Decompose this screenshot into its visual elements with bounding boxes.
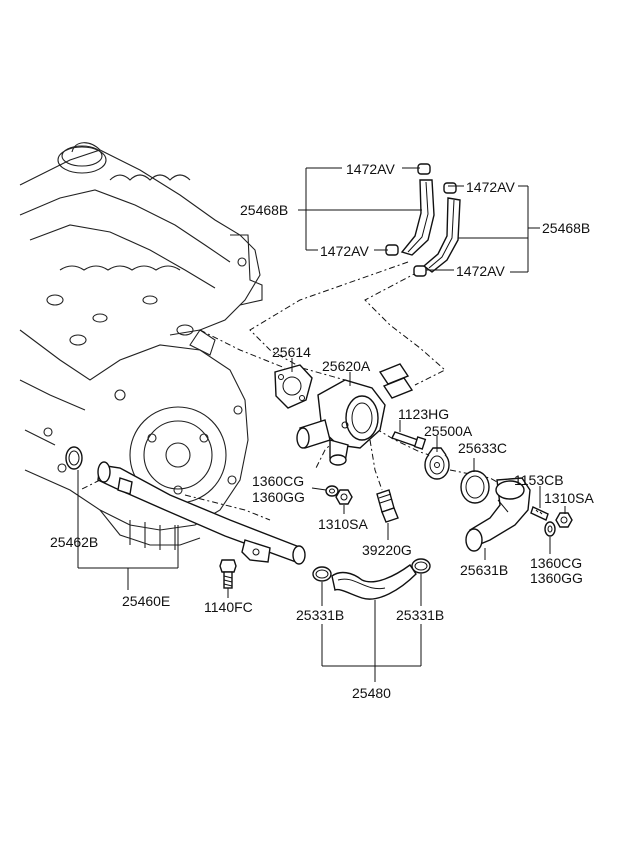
label-25468b-right: 25468B — [542, 220, 590, 236]
label-39220g: 39220G — [362, 542, 412, 558]
clamp-25331b-right — [411, 558, 431, 574]
label-25331b-right: 25331B — [396, 607, 444, 623]
hose-upper-right — [422, 197, 461, 273]
label-1472av-d: 1472AV — [456, 263, 505, 279]
leader-lines — [77, 167, 566, 682]
clamp-25331b-left — [312, 566, 332, 582]
label-1153cb: 1153CB — [514, 472, 564, 488]
clamp-1472av-a — [417, 163, 431, 175]
label-1140fc: 1140FC — [204, 599, 253, 615]
gasket-25614 — [274, 364, 313, 409]
label-25462b: 25462B — [50, 534, 98, 550]
label-25620a: 25620A — [322, 358, 371, 374]
outlet-fitting-25631b — [465, 477, 531, 552]
hose-upper-left — [400, 179, 435, 256]
pipe-25460e — [97, 461, 306, 565]
label-1472av-b: 1472AV — [466, 179, 515, 195]
clamp-1472av-d — [413, 265, 427, 277]
label-25331b-left: 25331B — [296, 607, 344, 623]
bolt-1153cb — [530, 506, 549, 521]
label-1472av-a: 1472AV — [346, 161, 395, 177]
label-25480: 25480 — [352, 685, 391, 701]
thermostat-25500a — [424, 447, 450, 480]
label-25631b: 25631B — [460, 562, 508, 578]
gasket-25633c — [460, 470, 490, 504]
part-labels: 1472AV 1472AV 25468B 25468B 1472AV 1472A… — [50, 161, 594, 701]
label-1310sa-left: 1310SA — [318, 516, 368, 532]
label-25460e: 25460E — [122, 593, 170, 609]
clamp-1472av-b — [443, 182, 457, 194]
label-25614: 25614 — [272, 344, 311, 360]
label-25633c: 25633C — [458, 440, 507, 456]
oring-25462b — [65, 446, 83, 470]
sensor-39220g — [376, 489, 399, 523]
label-1123hg: 1123HG — [398, 406, 449, 422]
bolt-1123hg — [391, 431, 427, 450]
label-1360cg-right: 1360CG — [530, 555, 582, 571]
label-1360cg-left: 1360CG — [252, 473, 304, 489]
label-1360gg-left: 1360GG — [252, 489, 305, 505]
label-1360gg-right: 1360GG — [530, 570, 583, 586]
label-25500a: 25500A — [424, 423, 473, 439]
housing-25620a — [296, 363, 414, 466]
nut-1310sa-right — [555, 512, 573, 528]
hose-25480 — [331, 564, 417, 600]
label-1310sa-right: 1310SA — [544, 490, 594, 506]
label-1472av-c: 1472AV — [320, 243, 369, 259]
label-25468b-left: 25468B — [240, 202, 288, 218]
washer-left — [325, 485, 339, 497]
washer-right — [544, 521, 556, 537]
nut-1310sa-left — [335, 489, 353, 505]
bolt-1140fc — [219, 559, 237, 589]
